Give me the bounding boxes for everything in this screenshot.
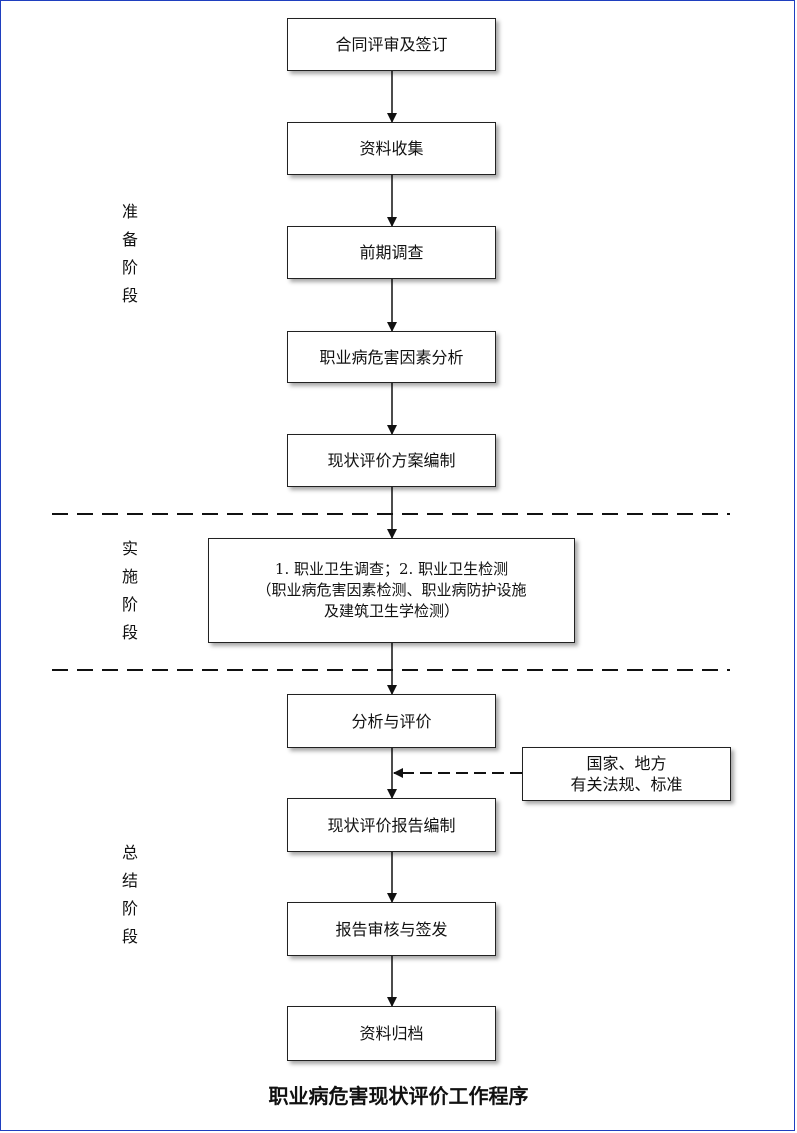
box-report-review-label: 报告审核与签发 bbox=[335, 919, 448, 939]
stage-impl-char-3: 阶 bbox=[121, 595, 138, 614]
box-report-drafting: 现状评价报告编制 bbox=[287, 798, 496, 852]
box-report-drafting-label: 现状评价报告编制 bbox=[327, 815, 456, 835]
stage-summary-char-4: 段 bbox=[121, 927, 138, 946]
box-contract-review-label: 合同评审及签订 bbox=[335, 35, 448, 54]
stage-prep-char-1: 准 bbox=[121, 202, 138, 221]
box-regulations-line1: 国家、地方 bbox=[586, 754, 667, 773]
stage-summary-char-3: 阶 bbox=[121, 899, 138, 918]
box-evaluation-plan: 现状评价方案编制 bbox=[287, 434, 496, 487]
stage-impl-char-4: 段 bbox=[121, 623, 138, 642]
stage-prep-char-3: 阶 bbox=[121, 258, 138, 277]
box-contract-review: 合同评审及签订 bbox=[287, 18, 496, 71]
box-data-collection: 资料收集 bbox=[287, 122, 496, 175]
stage-summary-char-2: 结 bbox=[121, 871, 138, 890]
box-archive: 资料归档 bbox=[287, 1006, 496, 1061]
stage-label-implementation: 实 施 阶 段 bbox=[118, 535, 142, 647]
box-hazard-analysis-label: 职业病危害因素分析 bbox=[319, 347, 464, 367]
box-analysis-evaluation-label: 分析与评价 bbox=[351, 711, 432, 731]
box-report-review: 报告审核与签发 bbox=[287, 902, 496, 956]
diagram-caption: 职业病危害现状评价工作程序 bbox=[268, 1084, 529, 1108]
box-data-collection-label: 资料收集 bbox=[359, 139, 424, 158]
stage-summary-char-1: 总 bbox=[121, 843, 138, 862]
box-regulations: 国家、地方 有关法规、标准 bbox=[522, 747, 731, 801]
box-analysis-evaluation: 分析与评价 bbox=[287, 694, 496, 748]
stage-impl-char-1: 实 bbox=[121, 539, 138, 558]
box-hazard-analysis: 职业病危害因素分析 bbox=[287, 331, 496, 383]
box-implementation: 1. 职业卫生调查；2. 职业卫生检测 （职业病危害因素检测、职业病防护设施 及… bbox=[208, 538, 575, 643]
box-implementation-line3: 及建筑卫生学检测） bbox=[323, 602, 459, 620]
stage-impl-char-2: 施 bbox=[121, 567, 138, 586]
stage-prep-char-2: 备 bbox=[121, 230, 138, 249]
box-implementation-line2: （职业病危害因素检测、职业病防护设施 bbox=[256, 581, 527, 599]
box-implementation-line1: 1. 职业卫生调查；2. 职业卫生检测 bbox=[274, 560, 509, 578]
box-regulations-line2: 有关法规、标准 bbox=[570, 775, 683, 794]
box-evaluation-plan-label: 现状评价方案编制 bbox=[327, 451, 456, 470]
stage-prep-char-4: 段 bbox=[121, 286, 138, 305]
box-archive-label: 资料归档 bbox=[359, 1024, 424, 1043]
box-preliminary-survey: 前期调查 bbox=[287, 226, 496, 279]
stage-label-preparation: 准 备 阶 段 bbox=[118, 198, 142, 310]
box-preliminary-survey-label: 前期调查 bbox=[359, 243, 424, 262]
stage-label-summary: 总 结 阶 段 bbox=[118, 839, 142, 951]
